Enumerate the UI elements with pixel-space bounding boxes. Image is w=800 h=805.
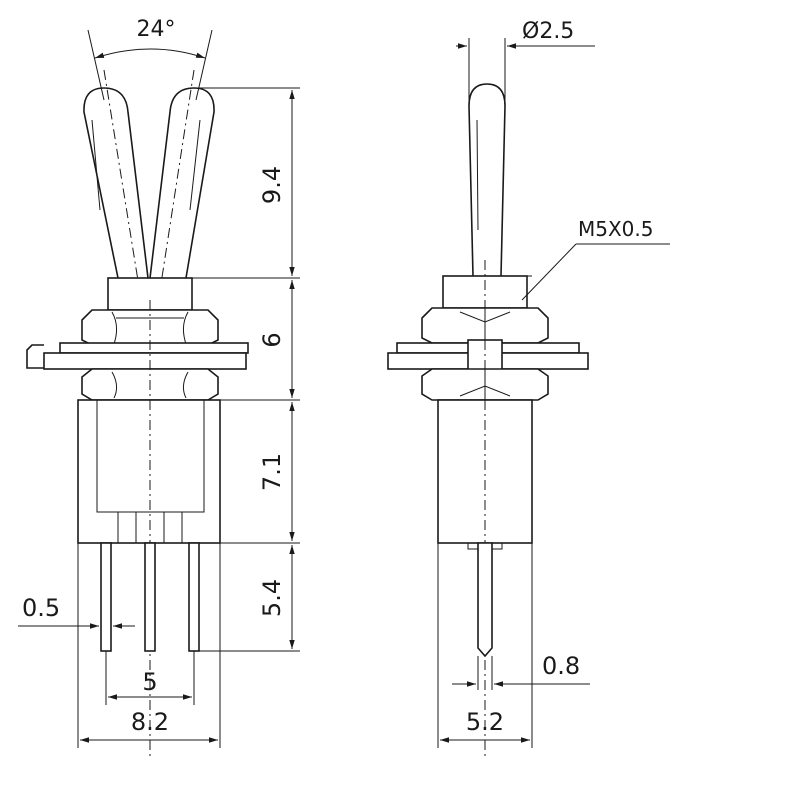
dim-pin-pitch-label: 5 xyxy=(142,668,157,696)
front-plate-tab xyxy=(26,344,44,369)
front-body xyxy=(77,399,221,544)
dim-body-depth: 5.2 xyxy=(437,543,533,748)
front-lever-right xyxy=(149,87,215,279)
dim-body-width: 8.2 xyxy=(77,543,221,748)
dim-vertical-chain: 9.4 6 7.1 5.4 xyxy=(192,87,300,652)
dim-lever-height-label: 9.4 xyxy=(258,166,286,204)
dim-lever-angle: 24° xyxy=(87,17,213,101)
dim-bushing-height-label: 6 xyxy=(258,332,286,347)
dim-pin-width-label: 0.5 xyxy=(22,594,60,622)
side-view: Ø2.5 M5X0.5 0.8 5.2 xyxy=(387,19,670,760)
thread-callout: M5X0.5 xyxy=(521,217,670,301)
dim-pin-length-label: 5.4 xyxy=(258,579,286,617)
dim-pin-width: 0.5 xyxy=(18,594,135,629)
front-view: 24° 9.4 6 7.1 5.4 0.5 xyxy=(18,17,300,760)
dim-lever-angle-label: 24° xyxy=(137,17,176,42)
side-lever xyxy=(468,83,506,277)
front-lever-left xyxy=(83,87,149,279)
dim-pin-pitch: 5 xyxy=(105,651,195,705)
front-washer-plate xyxy=(59,342,249,354)
dim-lever-diameter-label: Ø2.5 xyxy=(522,19,574,44)
dim-pin-thickness: 0.8 xyxy=(452,652,590,690)
dim-body-depth-label: 5.2 xyxy=(466,708,504,736)
dim-body-height-label: 7.1 xyxy=(258,453,286,491)
dim-lever-diameter: Ø2.5 xyxy=(456,19,595,100)
dim-pin-thickness-label: 0.8 xyxy=(542,652,580,680)
front-pins xyxy=(100,542,200,652)
side-pin xyxy=(477,542,493,658)
thread-spec-label: M5X0.5 xyxy=(578,217,654,241)
dim-body-width-label: 8.2 xyxy=(131,708,169,736)
